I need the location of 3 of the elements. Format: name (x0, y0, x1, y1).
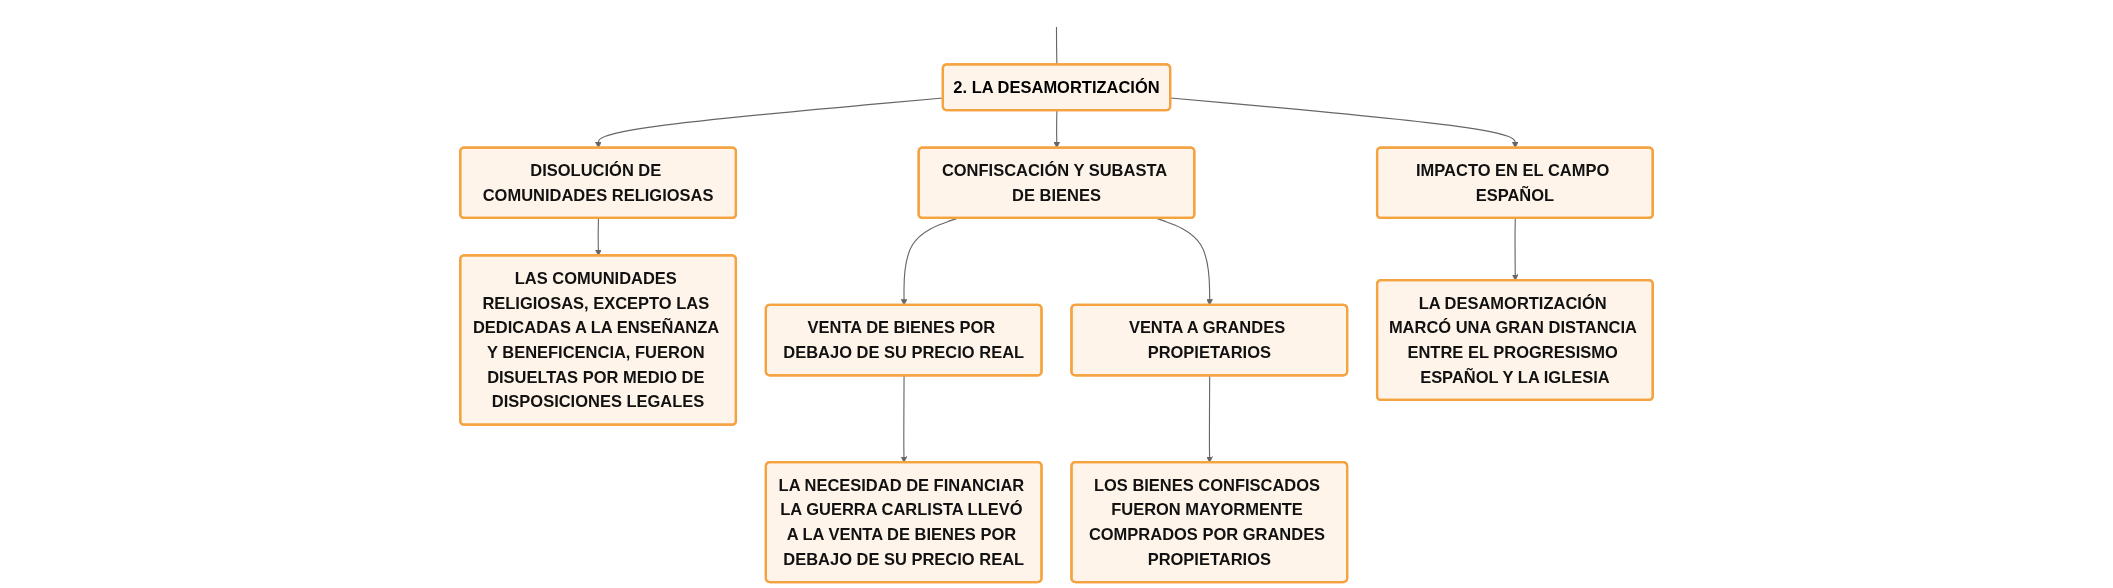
arrow (1511, 217, 1519, 281)
arrow (1206, 375, 1213, 463)
arrow (900, 375, 908, 463)
